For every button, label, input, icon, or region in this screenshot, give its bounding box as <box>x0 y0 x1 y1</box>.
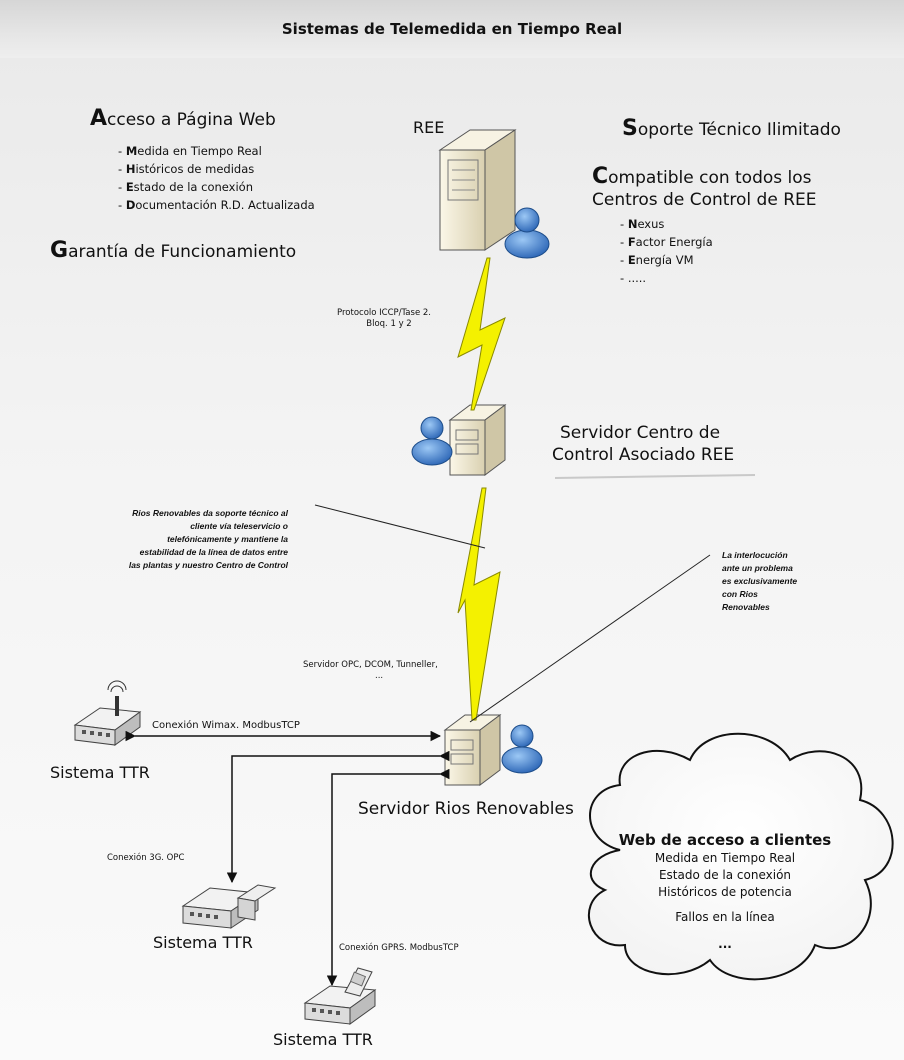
ttr-1-device-icon <box>73 680 142 746</box>
list-item: - Estado de la conexión <box>118 180 253 194</box>
cloud-ellipsis: ... <box>718 937 732 951</box>
cloud-item: Estado de la conexión <box>658 868 792 882</box>
control-center-label-line1: Servidor Centro de <box>560 423 721 443</box>
ree-server-icon <box>438 129 517 251</box>
wimax-label: Conexión Wimax. ModbusTCP <box>152 720 300 731</box>
guarantee-heading-rest: arantía de Funcionamiento <box>68 242 297 262</box>
guarantee-heading-cap: G <box>50 238 69 263</box>
compatible-heading-line2: Centros de Control de REE <box>592 190 817 210</box>
gprs-label: Conexión GPRS. ModbusTCP <box>339 943 459 953</box>
support-heading-rest: oporte Técnico Ilimitado <box>637 120 841 140</box>
shadow-line <box>554 474 756 479</box>
lightning-bolt-icon-lower <box>457 487 501 721</box>
interlocution-note: La interlocución ante un problema es exc… <box>722 550 798 612</box>
support-note-connector <box>314 504 486 549</box>
ree-user-icon <box>504 207 550 259</box>
cloud-item: Medida en Tiempo Real <box>654 851 796 865</box>
cloud-item: Fallos en la línea <box>675 910 775 924</box>
web-access-heading-cap: A <box>90 106 108 131</box>
compatible-list: - Nexus - Factor Energía - Energía VM - … <box>620 215 713 287</box>
control-center-user-icon <box>411 416 453 466</box>
rios-user-icon <box>501 724 543 774</box>
list-item: - Documentación R.D. Actualizada <box>118 198 315 212</box>
ttr-3-label: Sistema TTR <box>273 1030 373 1049</box>
opc-label: Servidor OPC, DCOM, Tunneller, ... <box>303 660 438 681</box>
cloud-content: Web de acceso a clientes Medida en Tiemp… <box>590 830 860 953</box>
list-item: - Medida en Tiempo Real <box>118 144 262 158</box>
ree-label: REE <box>413 118 445 137</box>
compatible-heading: Compatible con todos los <box>592 164 812 189</box>
web-access-heading-rest: cceso a Página Web <box>107 110 276 130</box>
list-item: - ..... <box>620 271 647 285</box>
lightning-bolt-icon-upper <box>457 257 506 411</box>
ttr-2-label: Sistema TTR <box>153 933 253 952</box>
list-item: - Factor Energía <box>620 235 713 249</box>
web-access-heading: Acceso a Página Web <box>90 106 276 131</box>
compatible-heading-rest: ompatible con todos los <box>608 168 812 188</box>
cloud-item: Históricos de potencia <box>658 885 792 899</box>
ttr-2-device-icon <box>181 884 277 929</box>
control-center-label-line2: Control Asociado REE <box>552 445 735 465</box>
web-access-list: - Medida en Tiempo Real - Históricos de … <box>118 142 315 214</box>
control-center-server-icon <box>448 404 507 476</box>
page-title: Sistemas de Telemedida en Tiempo Real <box>0 0 904 58</box>
rios-server-label: Servidor Rios Renovables <box>358 799 574 819</box>
ttr-1-label: Sistema TTR <box>50 763 150 782</box>
rios-server-icon <box>443 714 502 786</box>
3g-connection-arrow <box>226 750 450 884</box>
compatible-heading-cap: C <box>592 164 609 189</box>
guarantee-heading: Garantía de Funcionamiento <box>50 238 296 263</box>
list-item: - Energía VM <box>620 253 694 267</box>
iccp-label: Protocolo ICCP/Tase 2. Bloq. 1 y 2 <box>337 308 431 329</box>
list-item: - Históricos de medidas <box>118 162 255 176</box>
cloud-title: Web de acceso a clientes <box>618 831 832 849</box>
support-heading-cap: S <box>622 116 638 141</box>
web-access-cloud <box>587 732 894 981</box>
3g-label: Conexión 3G. OPC <box>107 853 185 863</box>
ttr-3-device-icon <box>303 967 377 1025</box>
list-item: - Nexus <box>620 217 665 231</box>
interlocution-note-connector <box>469 554 711 723</box>
support-note: Rios Renovables da soporte técnico al cl… <box>128 508 288 570</box>
gprs-connection-arrow <box>326 768 450 987</box>
support-heading: Soporte Técnico Ilimitado <box>622 116 841 141</box>
